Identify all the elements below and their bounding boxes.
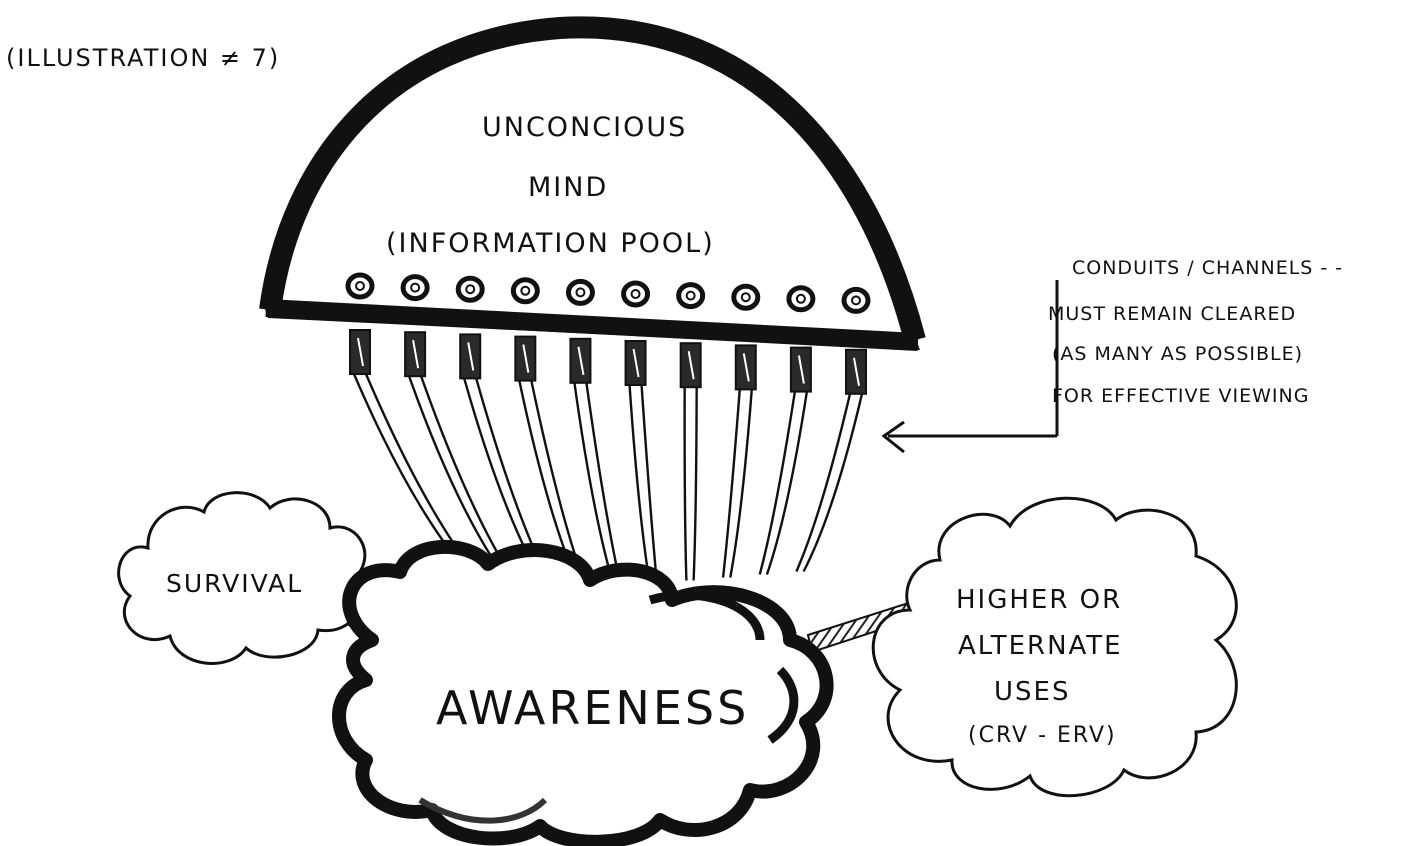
higher-uses-line-1: HIGHER OR [956, 585, 1122, 615]
conduit-3 [455, 275, 549, 579]
conduit-9 [758, 285, 816, 575]
conduit-8 [721, 283, 761, 578]
awareness-label: AWARENESS [436, 681, 749, 735]
survival-label: SURVIVAL [166, 569, 303, 598]
higher-uses-cloud [871, 496, 1238, 798]
unconscious-mind-dome [259, 16, 926, 351]
unconscious-mind-subtitle: MIND [528, 172, 608, 203]
conduit-note-line-2: MUST REMAIN CLEARED [1048, 303, 1296, 325]
information-pool-label: (INFORMATION POOL) [386, 228, 715, 259]
conduit-note-pointer [881, 280, 1059, 454]
awareness-cloud [332, 540, 834, 846]
conduit-10 [795, 286, 871, 573]
higher-uses-line-3: USES [994, 677, 1070, 707]
unconscious-mind-title: UNCONCIOUS [482, 112, 687, 143]
higher-uses-line-4: (CRV - ERV) [968, 723, 1117, 748]
conduit-note-line-3: (AS MANY AS POSSIBLE) [1052, 343, 1303, 365]
illustration-caption: (ILLUSTRATION ≠ 7) [6, 44, 280, 72]
conduit-7 [676, 282, 706, 581]
conduit-note-line-1: CONDUITS / CHANNELS - - [1072, 257, 1343, 279]
conduit-channels [345, 272, 871, 584]
conduit-note-line-4: FOR EFFECTIVE VIEWING [1052, 385, 1309, 407]
higher-uses-line-2: ALTERNATE [958, 631, 1123, 661]
